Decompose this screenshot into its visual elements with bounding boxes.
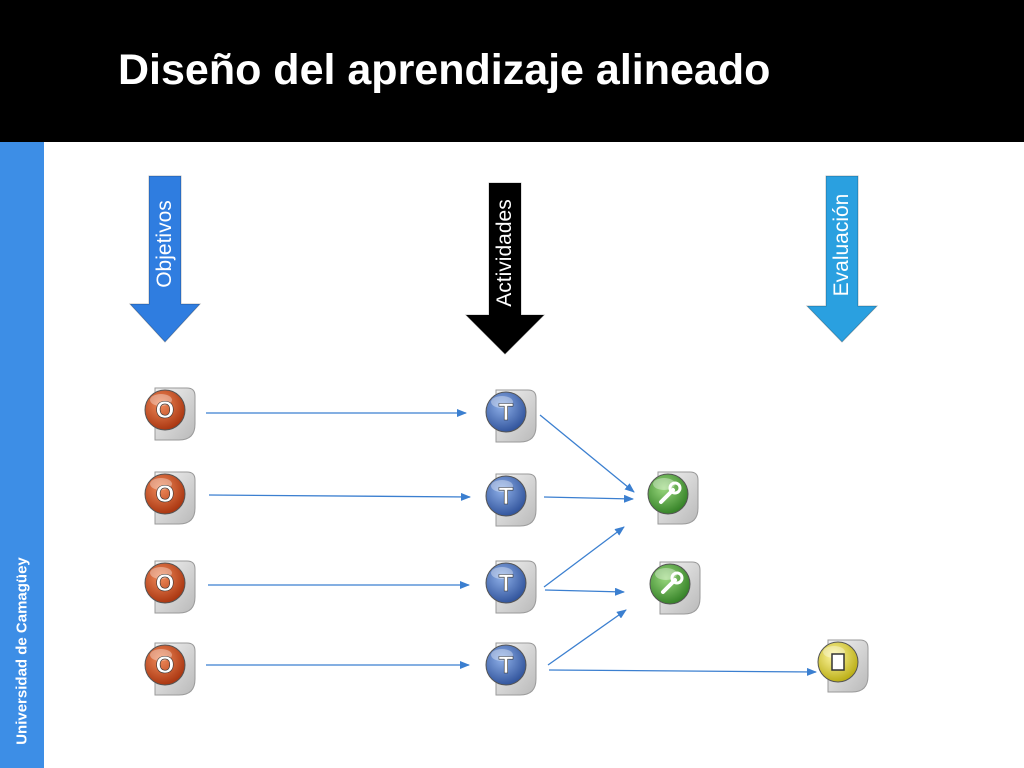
orb-highlight	[491, 480, 513, 492]
objective-glyph: O	[156, 481, 175, 508]
objective-node-o2: O	[144, 471, 196, 525]
task-glyph: T	[499, 483, 514, 510]
task-glyph: T	[499, 399, 514, 426]
edge-t3-w2	[544, 587, 625, 596]
objetivos-column-label: Objetivos	[153, 200, 176, 288]
edge-t4-w2	[547, 609, 627, 666]
orb-highlight	[491, 649, 513, 661]
task-node-t3: T	[485, 560, 537, 614]
objective-node-o4: O	[144, 642, 196, 696]
objective-glyph: O	[156, 652, 175, 679]
edge-t1-w1	[539, 414, 635, 493]
tool-node-w1	[647, 471, 699, 525]
orb-highlight	[150, 567, 172, 579]
objetivos-column-arrow	[128, 175, 202, 343]
edge-t4-d1	[548, 667, 817, 676]
tool-node-w2	[649, 561, 701, 615]
task-orb	[485, 475, 527, 517]
task-node-t4: T	[485, 642, 537, 696]
task-orb	[485, 562, 527, 604]
title-bar: Diseño del aprendizaje alineado	[0, 0, 1024, 142]
orb-highlight	[491, 567, 513, 579]
task-glyph: T	[499, 652, 514, 679]
edge-t2-w1	[543, 494, 634, 503]
objective-glyph: O	[156, 570, 175, 597]
task-node-t1: T	[485, 389, 537, 443]
objective-orb	[144, 473, 186, 515]
task-glyph: T	[499, 570, 514, 597]
objective-node-o1: O	[144, 387, 196, 441]
objective-orb	[144, 389, 186, 431]
actividades-column-label: Actividades	[493, 199, 516, 307]
document-icon	[831, 653, 845, 671]
task-orb	[485, 391, 527, 433]
objective-glyph: O	[156, 397, 175, 424]
orb-highlight	[150, 649, 172, 661]
wrench-icon	[661, 571, 684, 594]
document-node-d1	[817, 639, 869, 693]
orb-highlight	[491, 396, 513, 408]
task-orb	[485, 644, 527, 686]
task-node-t2: T	[485, 473, 537, 527]
orb-highlight	[150, 478, 172, 490]
objective-orb	[144, 562, 186, 604]
evaluacion-column-arrow	[805, 175, 879, 343]
wrench-icon	[659, 481, 682, 504]
edge-t3-w1	[543, 526, 625, 588]
evaluacion-column-label: Evaluación	[830, 193, 853, 297]
orb-highlight	[150, 394, 172, 406]
objective-node-o3: O	[144, 560, 196, 614]
slide-title: Diseño del aprendizaje alineado	[118, 46, 771, 94]
objective-orb	[144, 644, 186, 686]
actividades-column-arrow	[464, 182, 546, 355]
edge-o2-t2	[208, 492, 471, 501]
sidebar-strip	[0, 142, 44, 768]
